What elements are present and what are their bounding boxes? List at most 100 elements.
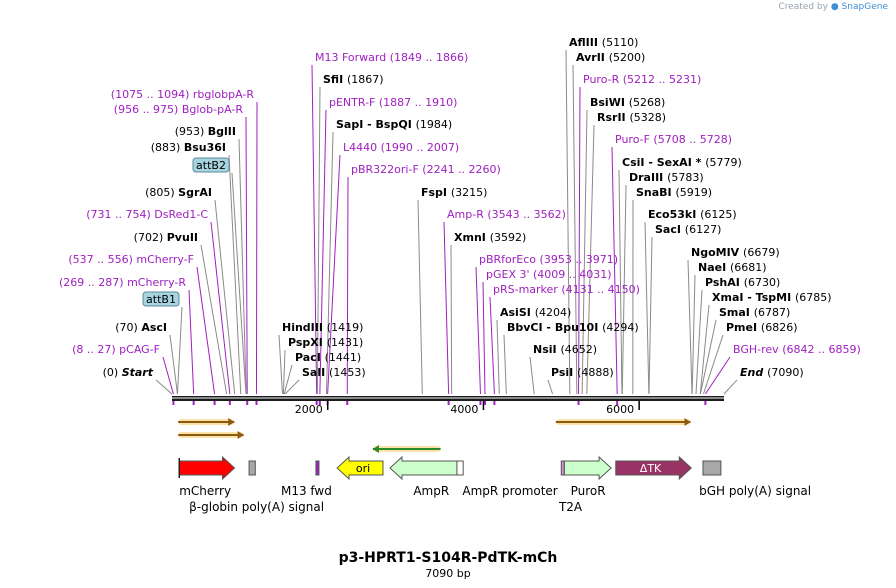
feature-label-t2a: T2A [558,500,583,514]
site-leader-line [231,172,247,395]
feature-ampr-promoter [456,460,464,476]
primer-label-dsred1-c: (731 .. 754) DsRed1-C [86,208,208,221]
site-label-xmai-tspmi: XmaI - TspMI (6785) [712,291,832,304]
site-leader-line [503,334,507,395]
primer-label-pbrforeco: pBRforEco (3953 .. 3971) [479,253,618,266]
feature-puror [563,455,612,481]
primer-label-pcag-f: (8 .. 27) pCAG-F [72,343,160,356]
site-label-afliii: AflIII (5110) [569,36,638,49]
site-leader-line [238,138,247,395]
primer-label-pentr-f: pENTR-F (1887 .. 1910) [329,96,457,109]
site-leader-line [325,131,334,395]
primer-label-rbglobpa-r: (1075 .. 1094) rbglobpA-R [111,88,255,101]
map-labels: (1075 .. 1094) rbglobpA-R (956 .. 975) Bg… [59,36,861,379]
primer-leader-line [311,64,318,395]
primer-leader-line [346,176,349,395]
site-leader-line [687,259,693,395]
site-label-psii: PsiI (4888) [551,366,614,379]
site-leader-line [621,184,627,395]
site-leader-line [547,379,554,395]
orf-arrows [178,418,691,453]
orf-arrowhead [684,418,691,426]
primer-leader-line [210,221,231,395]
site-leader-line [565,49,571,395]
site-leader-line [572,64,578,395]
feature-ampr [389,455,458,481]
att-site-label: attB1 [146,293,176,306]
feature-tk [615,455,693,481]
feature-label-mcherry: mCherry [179,484,231,498]
site-label-pspxi: PspXI (1431) [288,336,363,349]
feature-label-globin-poly-a-signal: β-globin poly(A) signal [189,500,324,514]
site-leader-line [200,244,228,395]
site-leader-line [699,319,717,395]
primer-label-bgh-rev: BGH-rev (6842 .. 6859) [733,343,861,356]
primer-label-bglob-pa-r: (956 .. 975) Bglob-pA-R [114,103,244,116]
feature-mcherry [178,455,236,481]
site-label-eco53ki: Eco53kI (6125) [648,208,737,221]
label-connector-lines [155,49,738,405]
site-label-sgrai: (805) SgrAI [145,186,212,199]
primer-leader-line [704,356,731,395]
primer-leader-line [196,266,216,395]
site-label-csii-sexai: CsiI - SexAI * (5779) [622,156,742,169]
credit-brand: SnapGene [841,2,888,12]
site-label-nsii: NsiI (4652) [533,343,597,356]
primer-leader-line [475,266,481,395]
site-label-naei: NaeI (6681) [698,261,767,274]
primer-label-l4440: L4440 (1990 .. 2007) [343,141,459,154]
site-leader-line [695,289,703,395]
site-leader-line [723,379,738,395]
primer-label-puro-r: Puro-R (5212 .. 5231) [583,73,701,86]
primer-leader-line [443,221,450,395]
snapgene-credit: Created by ● SnapGene [778,2,888,12]
site-leader-line [282,349,286,395]
feature-label-ampr: AmpR [413,484,449,498]
orf-arrowhead [228,418,235,426]
site-leader-line [529,356,535,395]
site-label-bbvci-bpu10i: BbvCI - Bpu10I (4294) [507,321,639,334]
feature-globin-poly-a-signal [248,460,256,476]
primer-leader-line [482,281,486,395]
primer-label-mcherry-f: (537 .. 556) mCherry-F [68,253,194,266]
site-leader-line [581,109,588,395]
feature-text-tk: ΔTK [640,462,662,475]
primer-label-amp-r: Amp-R (3543 .. 3562) [447,208,566,221]
site-label-xmni: XmnI (3592) [454,231,526,244]
site-leader-line [228,154,242,395]
site-label-bglii: (953) BglII [175,125,236,138]
site-label-asisi: AsiSI (4204) [500,306,571,319]
site-leader-line [586,124,595,395]
feature-label-bgh-poly-a-signal: bGH poly(A) signal [699,484,811,498]
site-leader-line [278,334,283,395]
site-label-sfii: SfiI (1867) [323,73,384,86]
site-leader-line [316,86,321,395]
site-leader-line [450,244,453,395]
site-label-rsrii: RsrII (5328) [597,111,666,124]
att-site-box [142,291,180,307]
scale-tick-label: 6000 [606,403,634,416]
feature-t2a [560,460,565,476]
site-label-sapi-bspqi: SapI - BspQI (1984) [336,118,452,131]
site-label-bsiwi: BsiWI (5268) [590,96,665,109]
scale-tick-label: 4000 [450,403,478,416]
feature-text-ori: ori [356,462,370,475]
site-label-bsu36i: (883) Bsu36I [151,141,226,154]
site-label-paci: PacI (1441) [295,351,361,364]
site-leader-line [284,379,300,395]
feature-m13-fwd [315,460,320,476]
site-leader-line [214,199,236,395]
primer-leader-line [578,86,581,395]
credit-prefix: Created by [778,2,828,12]
end-label: (0) Start [103,366,154,379]
feature-bgh-poly-a-signal [702,460,722,476]
site-leader-line [702,334,724,395]
site-leader-line [169,334,178,395]
feature-label-m13-fwd: M13 fwd [281,484,332,498]
snapgene-logo-icon: ● [830,2,839,12]
orf-arrowhead [237,431,244,439]
site-label-fspi: FspI (3215) [421,186,487,199]
